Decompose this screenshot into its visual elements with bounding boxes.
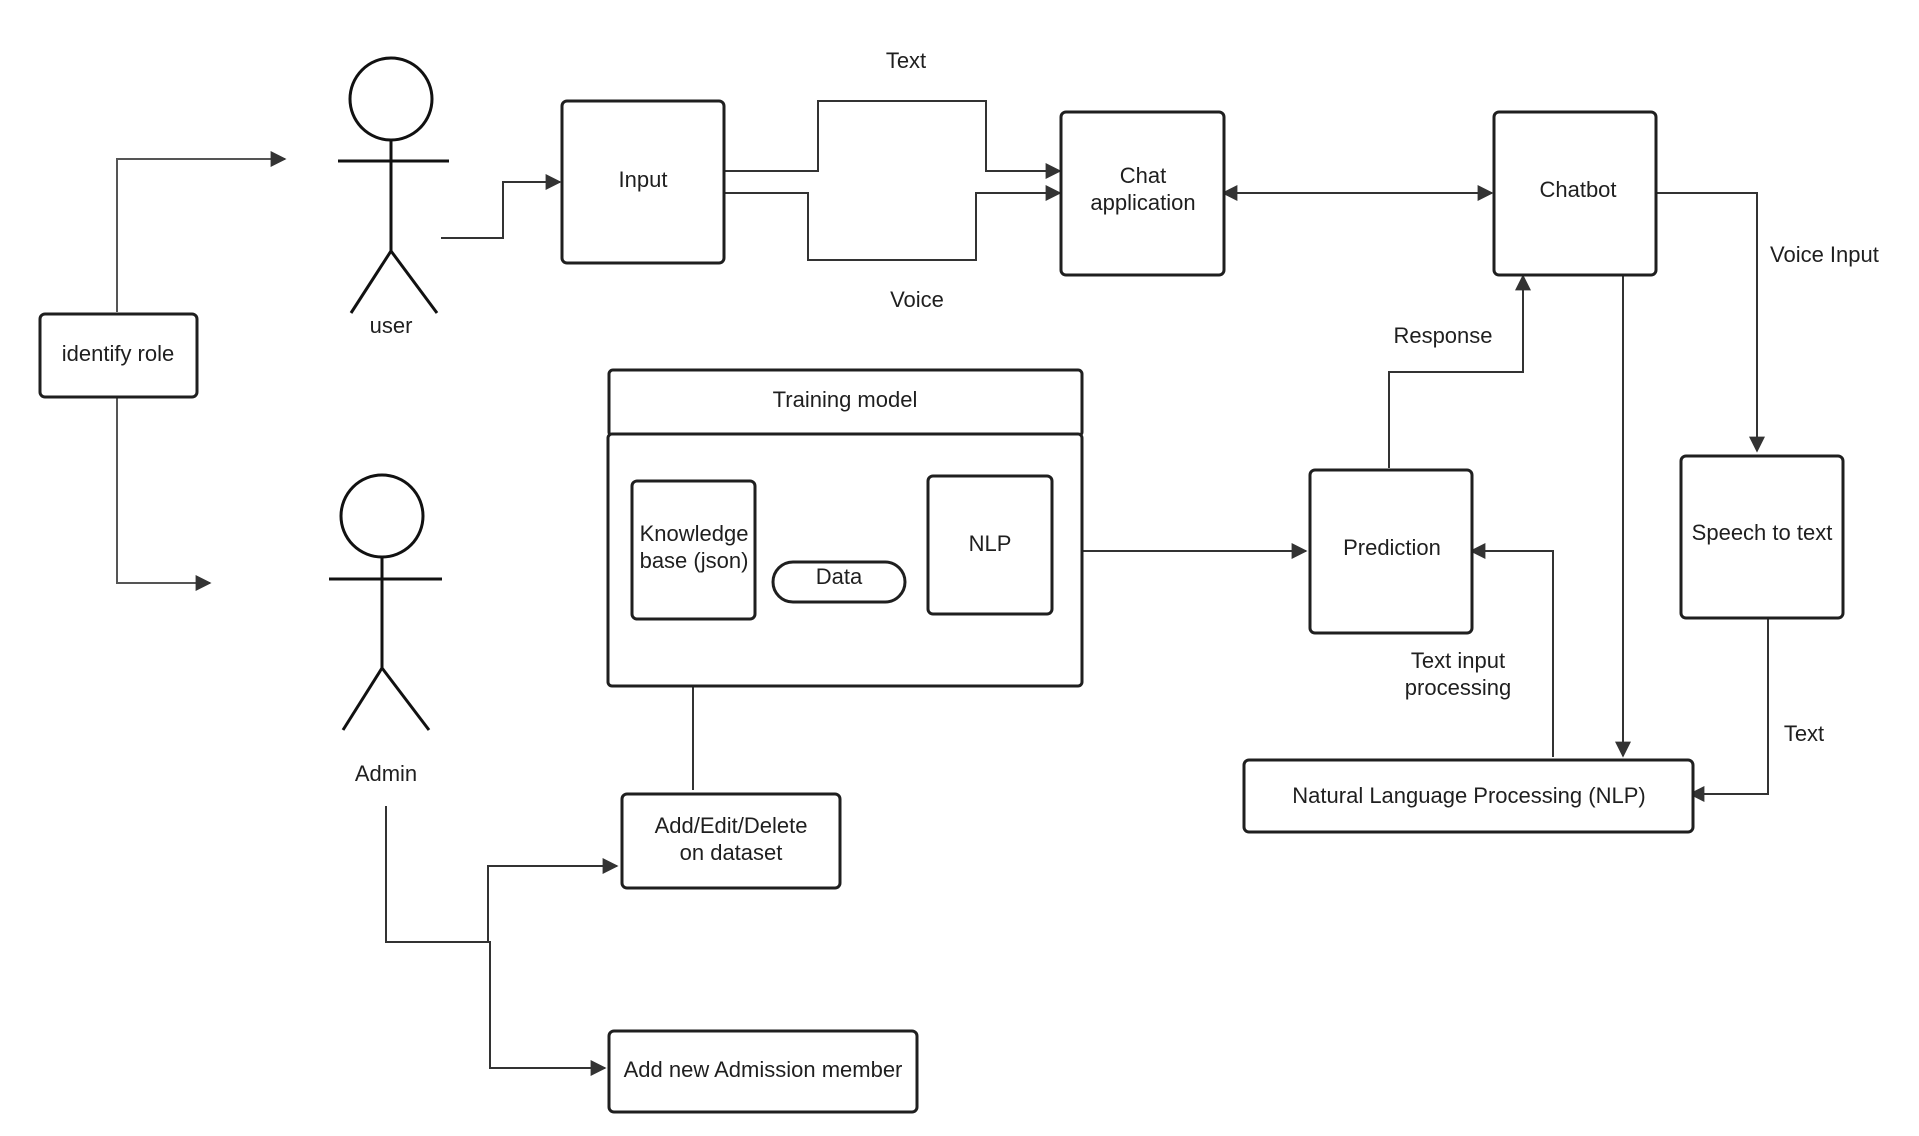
edge-chatbot-to-speech bbox=[1656, 192, 1765, 453]
nlp-label: NLP bbox=[969, 531, 1012, 556]
knowledge-base-label-line2: base (json) bbox=[640, 548, 749, 573]
edge-identify-to-admin bbox=[116, 398, 212, 591]
actor-admin-label: Admin bbox=[355, 761, 417, 786]
actor-user-label: user bbox=[370, 313, 413, 338]
input-label: Input bbox=[619, 167, 668, 192]
node-natural-language-processing: Natural Language Processing (NLP) bbox=[1242, 758, 1695, 834]
training-model-title: Training model bbox=[773, 387, 918, 412]
speech-to-text-label: Speech to text bbox=[1692, 520, 1833, 545]
add-edit-delete-label-line2: on dataset bbox=[680, 840, 783, 865]
node-data: Data bbox=[771, 560, 907, 604]
edge-label-text-input-processing-line2: processing bbox=[1405, 675, 1511, 700]
edge-prediction-to-chatbot bbox=[1388, 274, 1531, 468]
actor-user bbox=[338, 56, 449, 314]
add-admission-member-label: Add new Admission member bbox=[624, 1057, 903, 1082]
edge-identify-to-user bbox=[116, 151, 287, 312]
add-edit-delete-label-line1: Add/Edit/Delete bbox=[655, 813, 808, 838]
chat-application-label-line1: Chat bbox=[1120, 163, 1166, 188]
data-label: Data bbox=[816, 564, 863, 589]
node-chatbot: Chatbot bbox=[1492, 110, 1658, 277]
prediction-label: Prediction bbox=[1343, 535, 1441, 560]
node-chat-application: Chat application bbox=[1059, 110, 1226, 277]
edge-label-text-right: Text bbox=[1784, 721, 1824, 746]
edge-speech-to-nlp-box bbox=[1688, 616, 1769, 802]
edge-label-text-input-processing-line1: Text input bbox=[1411, 648, 1505, 673]
edge-input-to-chat-voice bbox=[723, 185, 1062, 261]
node-speech-to-text: Speech to text bbox=[1679, 454, 1845, 620]
edge-admin-to-admission bbox=[386, 941, 607, 1076]
edge-label-text-top: Text bbox=[886, 48, 926, 73]
chatbot-label: Chatbot bbox=[1539, 177, 1616, 202]
identify-role-label: identify role bbox=[62, 341, 175, 366]
edge-label-voice: Voice bbox=[890, 287, 944, 312]
natural-language-processing-label: Natural Language Processing (NLP) bbox=[1292, 783, 1645, 808]
node-knowledge-base: Knowledge base (json) bbox=[630, 479, 757, 621]
actor-admin bbox=[329, 473, 442, 731]
edge-label-voice-input: Voice Input bbox=[1770, 242, 1879, 267]
node-add-admission-member: Add new Admission member bbox=[607, 1029, 919, 1114]
node-nlp: NLP bbox=[926, 474, 1054, 616]
edge-admin-to-dataset bbox=[385, 806, 619, 943]
chat-application-label-line2: application bbox=[1090, 190, 1195, 215]
node-identify-role: identify role bbox=[38, 312, 199, 399]
edge-nlp-box-to-prediction bbox=[1469, 543, 1554, 757]
edge-input-to-chat-text bbox=[723, 100, 1062, 179]
node-input: Input bbox=[560, 99, 726, 265]
knowledge-base-label-line1: Knowledge bbox=[640, 521, 749, 546]
node-prediction: Prediction bbox=[1308, 468, 1474, 635]
edge-label-response: Response bbox=[1393, 323, 1492, 348]
node-add-edit-delete: Add/Edit/Delete on dataset bbox=[620, 792, 842, 890]
edge-user-to-input bbox=[441, 174, 562, 239]
